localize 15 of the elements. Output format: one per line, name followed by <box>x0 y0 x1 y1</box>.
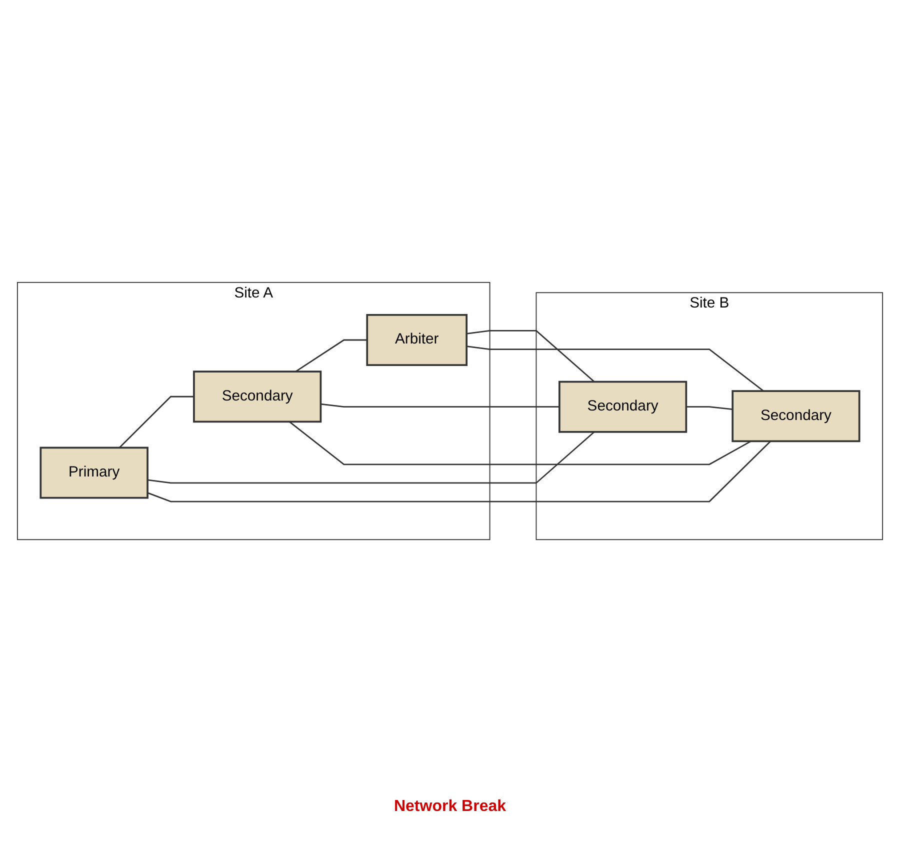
connector <box>288 422 752 466</box>
break-label: Network Break <box>394 798 506 816</box>
connector <box>147 432 595 484</box>
node-box: Arbiter <box>366 314 468 366</box>
node-box: Secondary <box>193 371 322 424</box>
node-box: Primary <box>40 447 148 500</box>
node-box: Secondary <box>732 390 860 443</box>
connector <box>320 404 560 408</box>
connector <box>466 330 595 383</box>
connector <box>147 441 772 503</box>
node-box: Secondary <box>558 381 688 434</box>
connector <box>295 340 368 373</box>
connector <box>118 396 194 449</box>
connector <box>686 406 733 410</box>
connector <box>466 346 764 392</box>
